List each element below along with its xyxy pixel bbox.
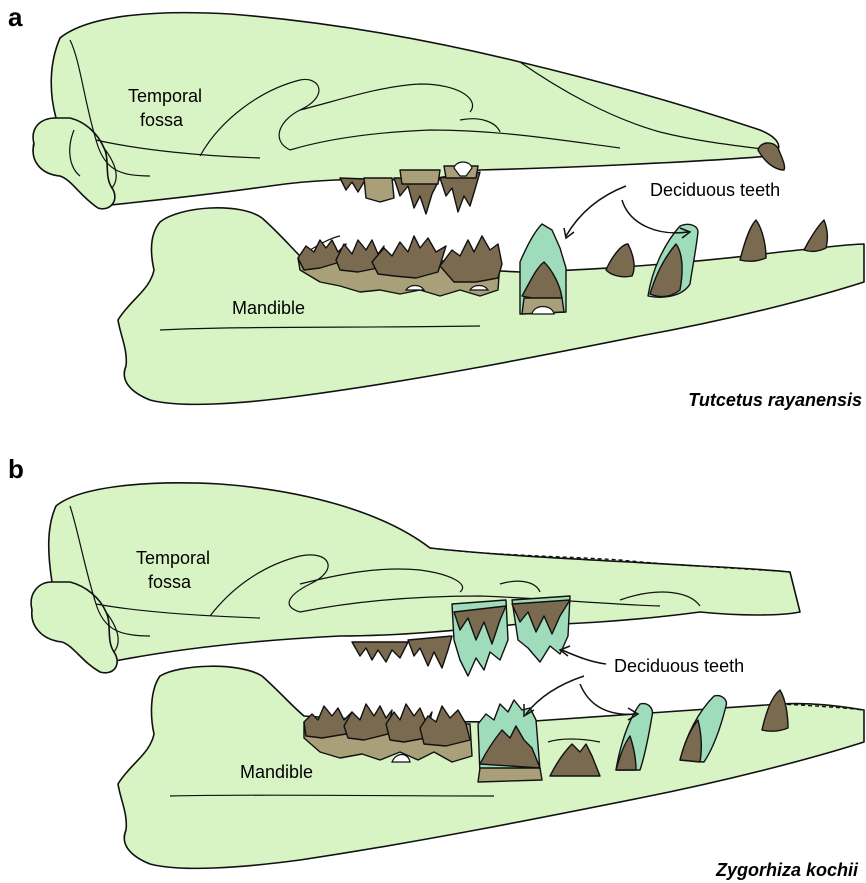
panel-b-arrow-1 [562,650,606,664]
panel-b: b [8,454,864,880]
panel-a-arrow-1 [566,186,626,236]
panel-b-temporal-fossa-label-1: Temporal [136,548,210,568]
panel-b-letter: b [8,454,24,484]
panel-a-deciduous-label: Deciduous teeth [650,180,780,200]
panel-a-mandible [118,208,864,405]
panel-b-mandible-label: Mandible [240,762,313,782]
panel-a-species: Tutcetus rayanensis [688,390,862,410]
panel-a-temporal-fossa-label-2: fossa [140,110,184,130]
panel-b-arrow-2 [526,676,584,714]
panel-b-mandible [118,666,864,868]
panel-b-temporal-fossa-label-2: fossa [148,572,192,592]
panel-b-arrow-3 [580,684,636,714]
panel-a-temporal-fossa-label-1: Temporal [128,86,202,106]
panel-a-mandible-label: Mandible [232,298,305,318]
panel-b-deciduous-label: Deciduous teeth [614,656,744,676]
panel-a: a [8,2,864,410]
panel-a-upper-incisor [758,143,785,170]
panel-a-letter: a [8,2,23,32]
panel-b-species: Zygorhiza kochii [715,860,859,880]
